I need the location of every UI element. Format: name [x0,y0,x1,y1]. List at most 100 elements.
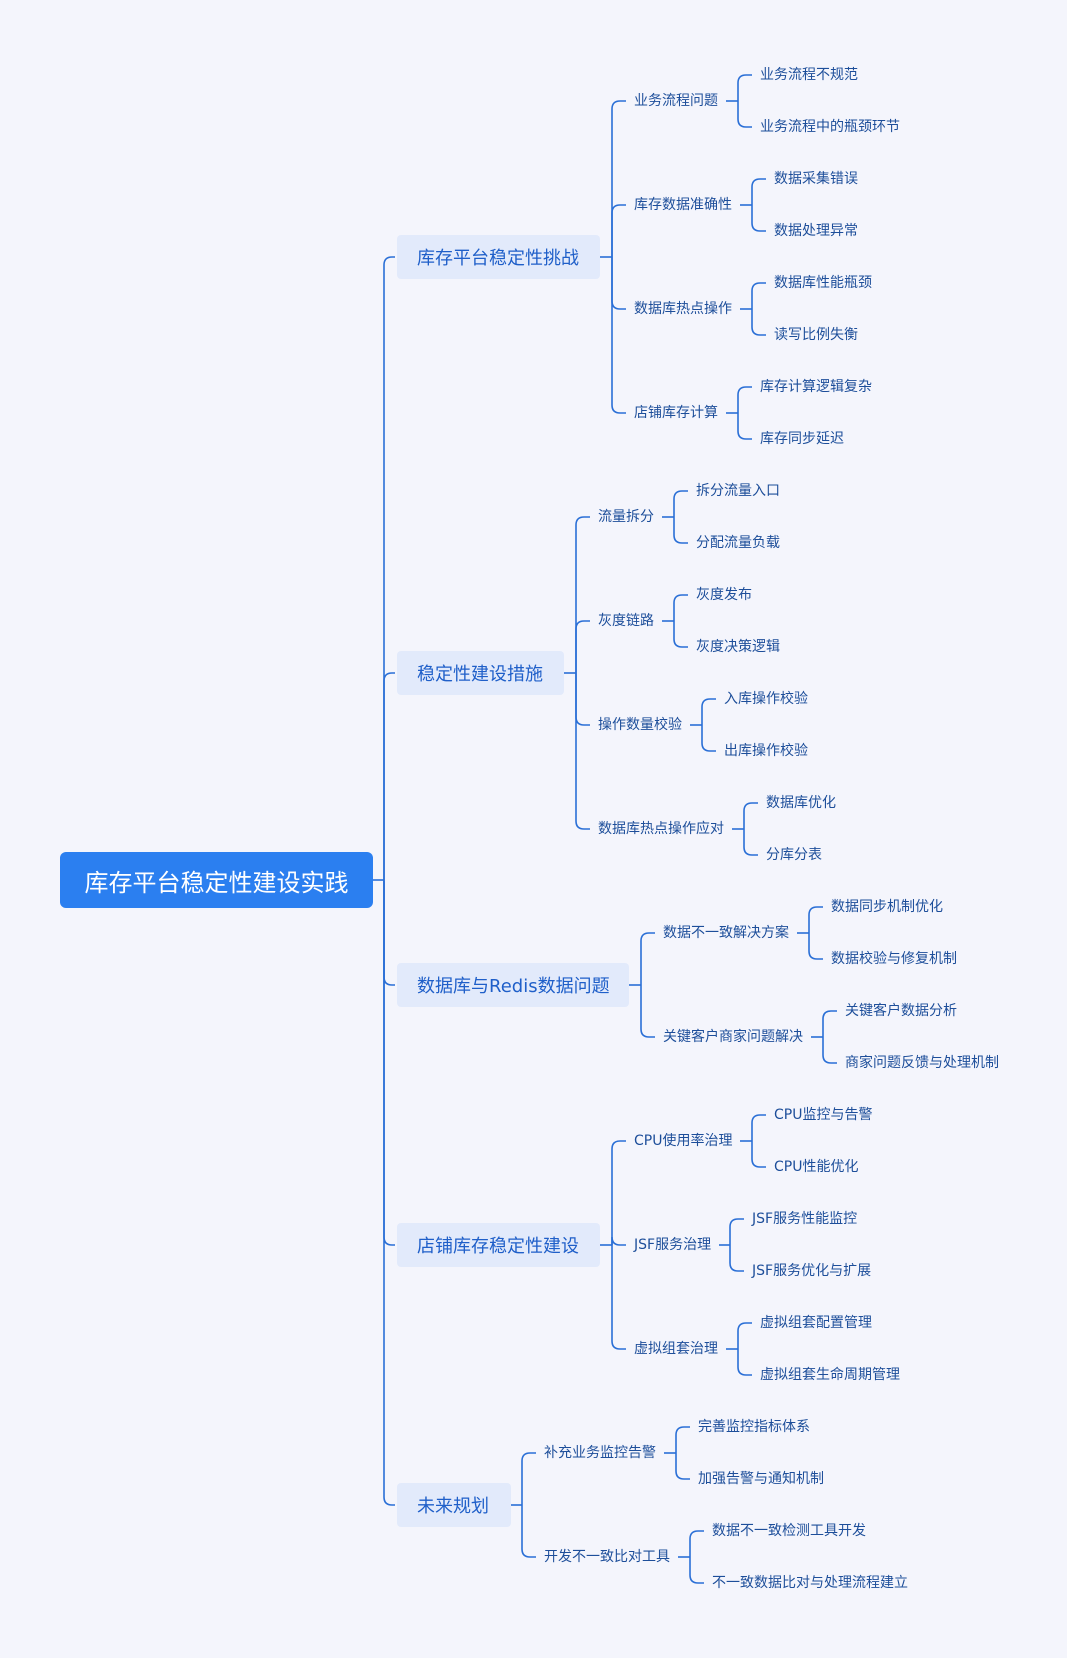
subtopic-connector-arm [737,74,752,101]
leaf-topic[interactable]: 关键客户数据分析 [845,1003,957,1019]
leaf-topic[interactable]: 业务流程中的瓶颈环节 [760,119,900,135]
subtopic[interactable]: 数据库热点操作 [634,301,732,317]
subtopic[interactable]: JSF服务治理 [634,1237,712,1253]
branch-connector-arm [521,1452,536,1505]
branch-connector-arm [521,1505,536,1558]
branch-topic[interactable]: 库存平台稳定性挑战 [397,235,600,279]
subtopic-connector-arm [673,594,688,621]
leaf-topic[interactable]: 数据同步机制优化 [831,899,943,915]
subtopic-connector-arm [737,386,752,413]
subtopic[interactable]: 补充业务监控告警 [544,1445,656,1461]
subtopic-connector-arm [689,1530,704,1557]
branch-connector-arm [575,673,590,726]
subtopic-connector-arm [743,829,758,856]
leaf-topic[interactable]: 数据库性能瓶颈 [774,275,872,291]
subtopic-connector-arm [751,1114,766,1141]
subtopic[interactable]: 开发不一致比对工具 [544,1549,670,1565]
leaf-topic[interactable]: 业务流程不规范 [760,67,858,83]
subtopic-connector-arm [689,1557,704,1584]
leaf-topic[interactable]: 数据不一致检测工具开发 [712,1523,866,1539]
subtopic-connector-arm [822,1010,837,1037]
subtopic-connector-arm [673,517,688,544]
leaf-topic[interactable]: JSF服务优化与扩展 [752,1263,872,1279]
subtopic-connector-arm [808,906,823,933]
root-connector-arm [383,881,395,1246]
leaf-topic[interactable]: CPU性能优化 [774,1159,859,1175]
leaf-topic[interactable]: 商家问题反馈与处理机制 [845,1055,999,1071]
leaf-topic[interactable]: 虚拟组套配置管理 [760,1315,872,1331]
branch-topic[interactable]: 店铺库存稳定性建设 [397,1223,600,1267]
subtopic-connector-arm [743,802,758,829]
subtopic[interactable]: 虚拟组套治理 [634,1341,718,1357]
subtopic[interactable]: 数据库热点操作应对 [598,821,724,837]
leaf-topic[interactable]: 不一致数据比对与处理流程建立 [712,1575,908,1591]
leaf-topic[interactable]: 数据校验与修复机制 [831,951,957,967]
leaf-topic[interactable]: 读写比例失衡 [774,327,858,343]
root-connector-arm [383,881,395,986]
subtopic-connector-arm [737,101,752,128]
subtopic[interactable]: 关键客户商家问题解决 [663,1029,803,1045]
leaf-topic[interactable]: 虚拟组套生命周期管理 [760,1367,900,1383]
subtopic-connector-arm [675,1426,690,1453]
leaf-topic[interactable]: 库存同步延迟 [760,431,844,447]
branch-connector-arm [611,1140,626,1245]
subtopic-connector-arm [737,1349,752,1376]
subtopic[interactable]: 流量拆分 [598,509,654,525]
subtopic-connector-arm [737,413,752,440]
leaf-topic[interactable]: 数据采集错误 [774,171,858,187]
subtopic-connector-arm [737,1322,752,1349]
root-topic[interactable]: 库存平台稳定性建设实践 [60,852,373,908]
leaf-topic[interactable]: 拆分流量入口 [696,483,780,499]
subtopic-connector-arm [751,205,766,232]
subtopic-connector-arm [751,309,766,336]
leaf-topic[interactable]: 加强告警与通知机制 [698,1471,824,1487]
leaf-topic[interactable]: 分配流量负载 [696,535,780,551]
leaf-topic[interactable]: 库存计算逻辑复杂 [760,379,872,395]
subtopic-connector-arm [751,282,766,309]
leaf-topic[interactable]: 完善监控指标体系 [698,1419,810,1435]
leaf-topic[interactable]: 数据处理异常 [774,223,858,239]
branch-connector-arm [575,673,590,830]
subtopic[interactable]: 灰度链路 [598,613,654,629]
branch-connector-arm [640,985,655,1038]
subtopic[interactable]: CPU使用率治理 [634,1133,733,1149]
branch-connector-arm [575,620,590,673]
subtopic-connector-arm [808,933,823,960]
branch-topic[interactable]: 未来规划 [397,1483,511,1527]
subtopic-connector-arm [751,178,766,205]
leaf-topic[interactable]: 数据库优化 [766,795,836,811]
root-connector-arm [383,256,395,881]
branch-connector-arm [611,257,626,414]
branch-connector-arm [640,932,655,985]
leaf-topic[interactable]: 入库操作校验 [724,691,808,707]
subtopic-connector-arm [822,1037,837,1064]
branch-connector-arm [611,1236,626,1246]
branch-connector-arm [611,204,626,257]
leaf-topic[interactable]: 灰度发布 [696,587,752,603]
branch-connector-arm [611,257,626,310]
subtopic-connector-arm [675,1453,690,1480]
subtopic-connector-arm [701,725,716,752]
root-connector-arm [383,672,395,881]
branch-connector-arm [611,100,626,257]
leaf-topic[interactable]: CPU监控与告警 [774,1107,873,1123]
branch-topic[interactable]: 数据库与Redis数据问题 [397,963,629,1007]
subtopic-connector-arm [673,490,688,517]
subtopic[interactable]: 操作数量校验 [598,717,682,733]
leaf-topic[interactable]: 出库操作校验 [724,743,808,759]
subtopic[interactable]: 数据不一致解决方案 [663,925,789,941]
subtopic-connector-arm [673,621,688,648]
subtopic[interactable]: 库存数据准确性 [634,197,732,213]
leaf-topic[interactable]: 灰度决策逻辑 [696,639,780,655]
subtopic[interactable]: 店铺库存计算 [634,405,718,421]
leaf-topic[interactable]: JSF服务性能监控 [752,1211,858,1227]
subtopic[interactable]: 业务流程问题 [634,93,718,109]
branch-connector-arm [575,516,590,673]
subtopic-connector-arm [701,698,716,725]
subtopic-connector-arm [751,1141,766,1168]
branch-connector-arm [611,1245,626,1350]
leaf-topic[interactable]: 分库分表 [766,847,822,863]
branch-topic[interactable]: 稳定性建设措施 [397,651,564,695]
